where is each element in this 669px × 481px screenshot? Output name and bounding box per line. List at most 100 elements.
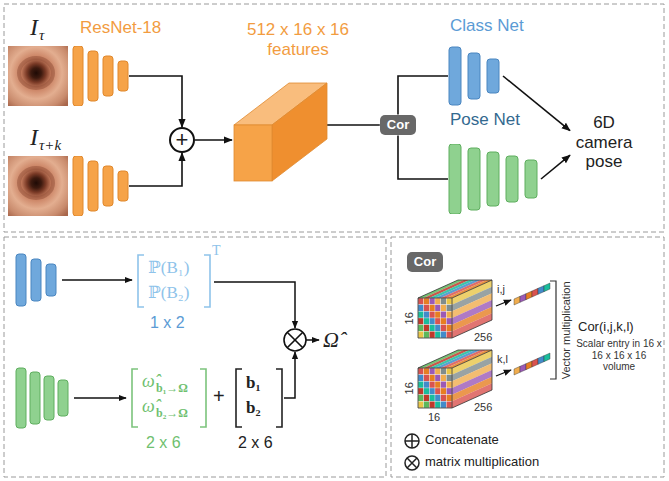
layer-bar [46,264,56,296]
grid-cell [435,368,441,375]
axis-label: 16 [428,411,440,424]
arrow [214,282,295,328]
layer-bar [103,56,113,96]
grid-cell [429,381,435,388]
correlation-label: Cor [414,255,436,270]
correlation-label: Cor [387,118,409,133]
grid-cell [441,311,447,318]
grid-cell [435,331,441,338]
grid-cell [435,375,441,382]
matrix-entry: b₁ [246,373,261,393]
feature-volume [418,280,492,338]
concat-operator: + [169,127,195,153]
feature-cuboid [232,77,329,185]
operator-cross [407,458,417,468]
legend-symbol [405,456,419,470]
layer-bar [73,156,83,216]
layer-bar [88,51,98,101]
image-subscript: τ+k [39,137,61,154]
feature-volume [418,350,492,408]
grid-cell [429,311,435,318]
airway-ring [19,168,53,198]
arrow [284,352,295,398]
grid-cell [429,388,435,395]
grid-cell [435,388,441,395]
network-name: ResNet-18 [80,18,161,38]
grid-cell [446,325,452,332]
layer-bar [118,61,128,91]
operator-circle [405,434,419,448]
annotation: Cor(i,j,k,l) [578,320,634,335]
matrix-entry: b₂ [246,398,261,418]
operator-cross [287,332,303,348]
grid-cell [441,375,447,382]
grid-cell [424,298,430,305]
correlation-box: Cor [407,252,443,273]
grid-cell [418,381,424,388]
pose-net: Pose Net [448,110,548,218]
layer-bar [449,47,461,105]
grid-cell [424,325,430,332]
grid-cell [429,368,435,375]
connector [327,124,380,126]
cuboid-face [272,83,327,181]
transpose-mark: T [212,243,221,259]
arrow [496,300,511,306]
encoder-symbol [72,156,129,216]
arrow [62,279,132,281]
grid-cell [446,368,452,375]
axis-label: 256 [474,331,492,344]
grid-cell [429,331,435,338]
grid-cell [441,318,447,325]
class-net-symbol [448,46,500,106]
grid-cell [446,331,452,338]
axis-label: 256 [474,401,492,414]
grid-cell [418,331,424,338]
grid-cell [429,375,435,382]
panel-border [4,237,386,477]
connector [195,139,232,141]
vector-segment [520,364,526,373]
grid-cell [435,395,441,402]
input-branch: IτResNet-18 [8,14,178,110]
vector-segment [544,283,550,292]
output-symbol: Ω̂ [323,327,339,352]
connector [398,135,448,179]
grid-cell [435,298,441,305]
image-symbol: I [30,124,38,152]
grid-cell [418,375,424,382]
vector-segment [532,288,538,297]
matrix-bracket [132,369,138,427]
cuboid-face [234,125,272,181]
index-label: i,j [497,283,505,296]
legend-symbol [405,434,419,448]
grid-cell [446,401,452,408]
grid-cell [441,368,447,375]
feature-volume: 512 x 16 x 16 features [232,20,367,200]
index-label: k,l [497,353,508,366]
grid-cell [446,298,452,305]
layer-bar [468,53,480,99]
vector-segment [514,366,520,375]
annotation: Vector multiplication [560,281,573,379]
grid-cell [424,375,430,382]
vector-segment [538,286,544,295]
vector-segment [532,358,538,367]
feature-label: 512 x 16 x 16 features [232,20,364,59]
vector-segment [538,356,544,365]
legend-text: Concatenate [425,433,499,448]
layer-bar [525,160,537,198]
matrix-bracket [200,369,206,427]
panel-border [4,4,664,232]
grid-cell [424,381,430,388]
grid-cell [435,311,441,318]
connector [541,155,570,179]
grid-cell [418,401,424,408]
encoder-symbol [72,46,129,106]
grid-cell [441,298,447,305]
class-net-symbol [16,254,56,306]
network-name: Pose Net [450,110,520,130]
grid-cell [424,395,430,402]
layer-bar [73,46,83,106]
